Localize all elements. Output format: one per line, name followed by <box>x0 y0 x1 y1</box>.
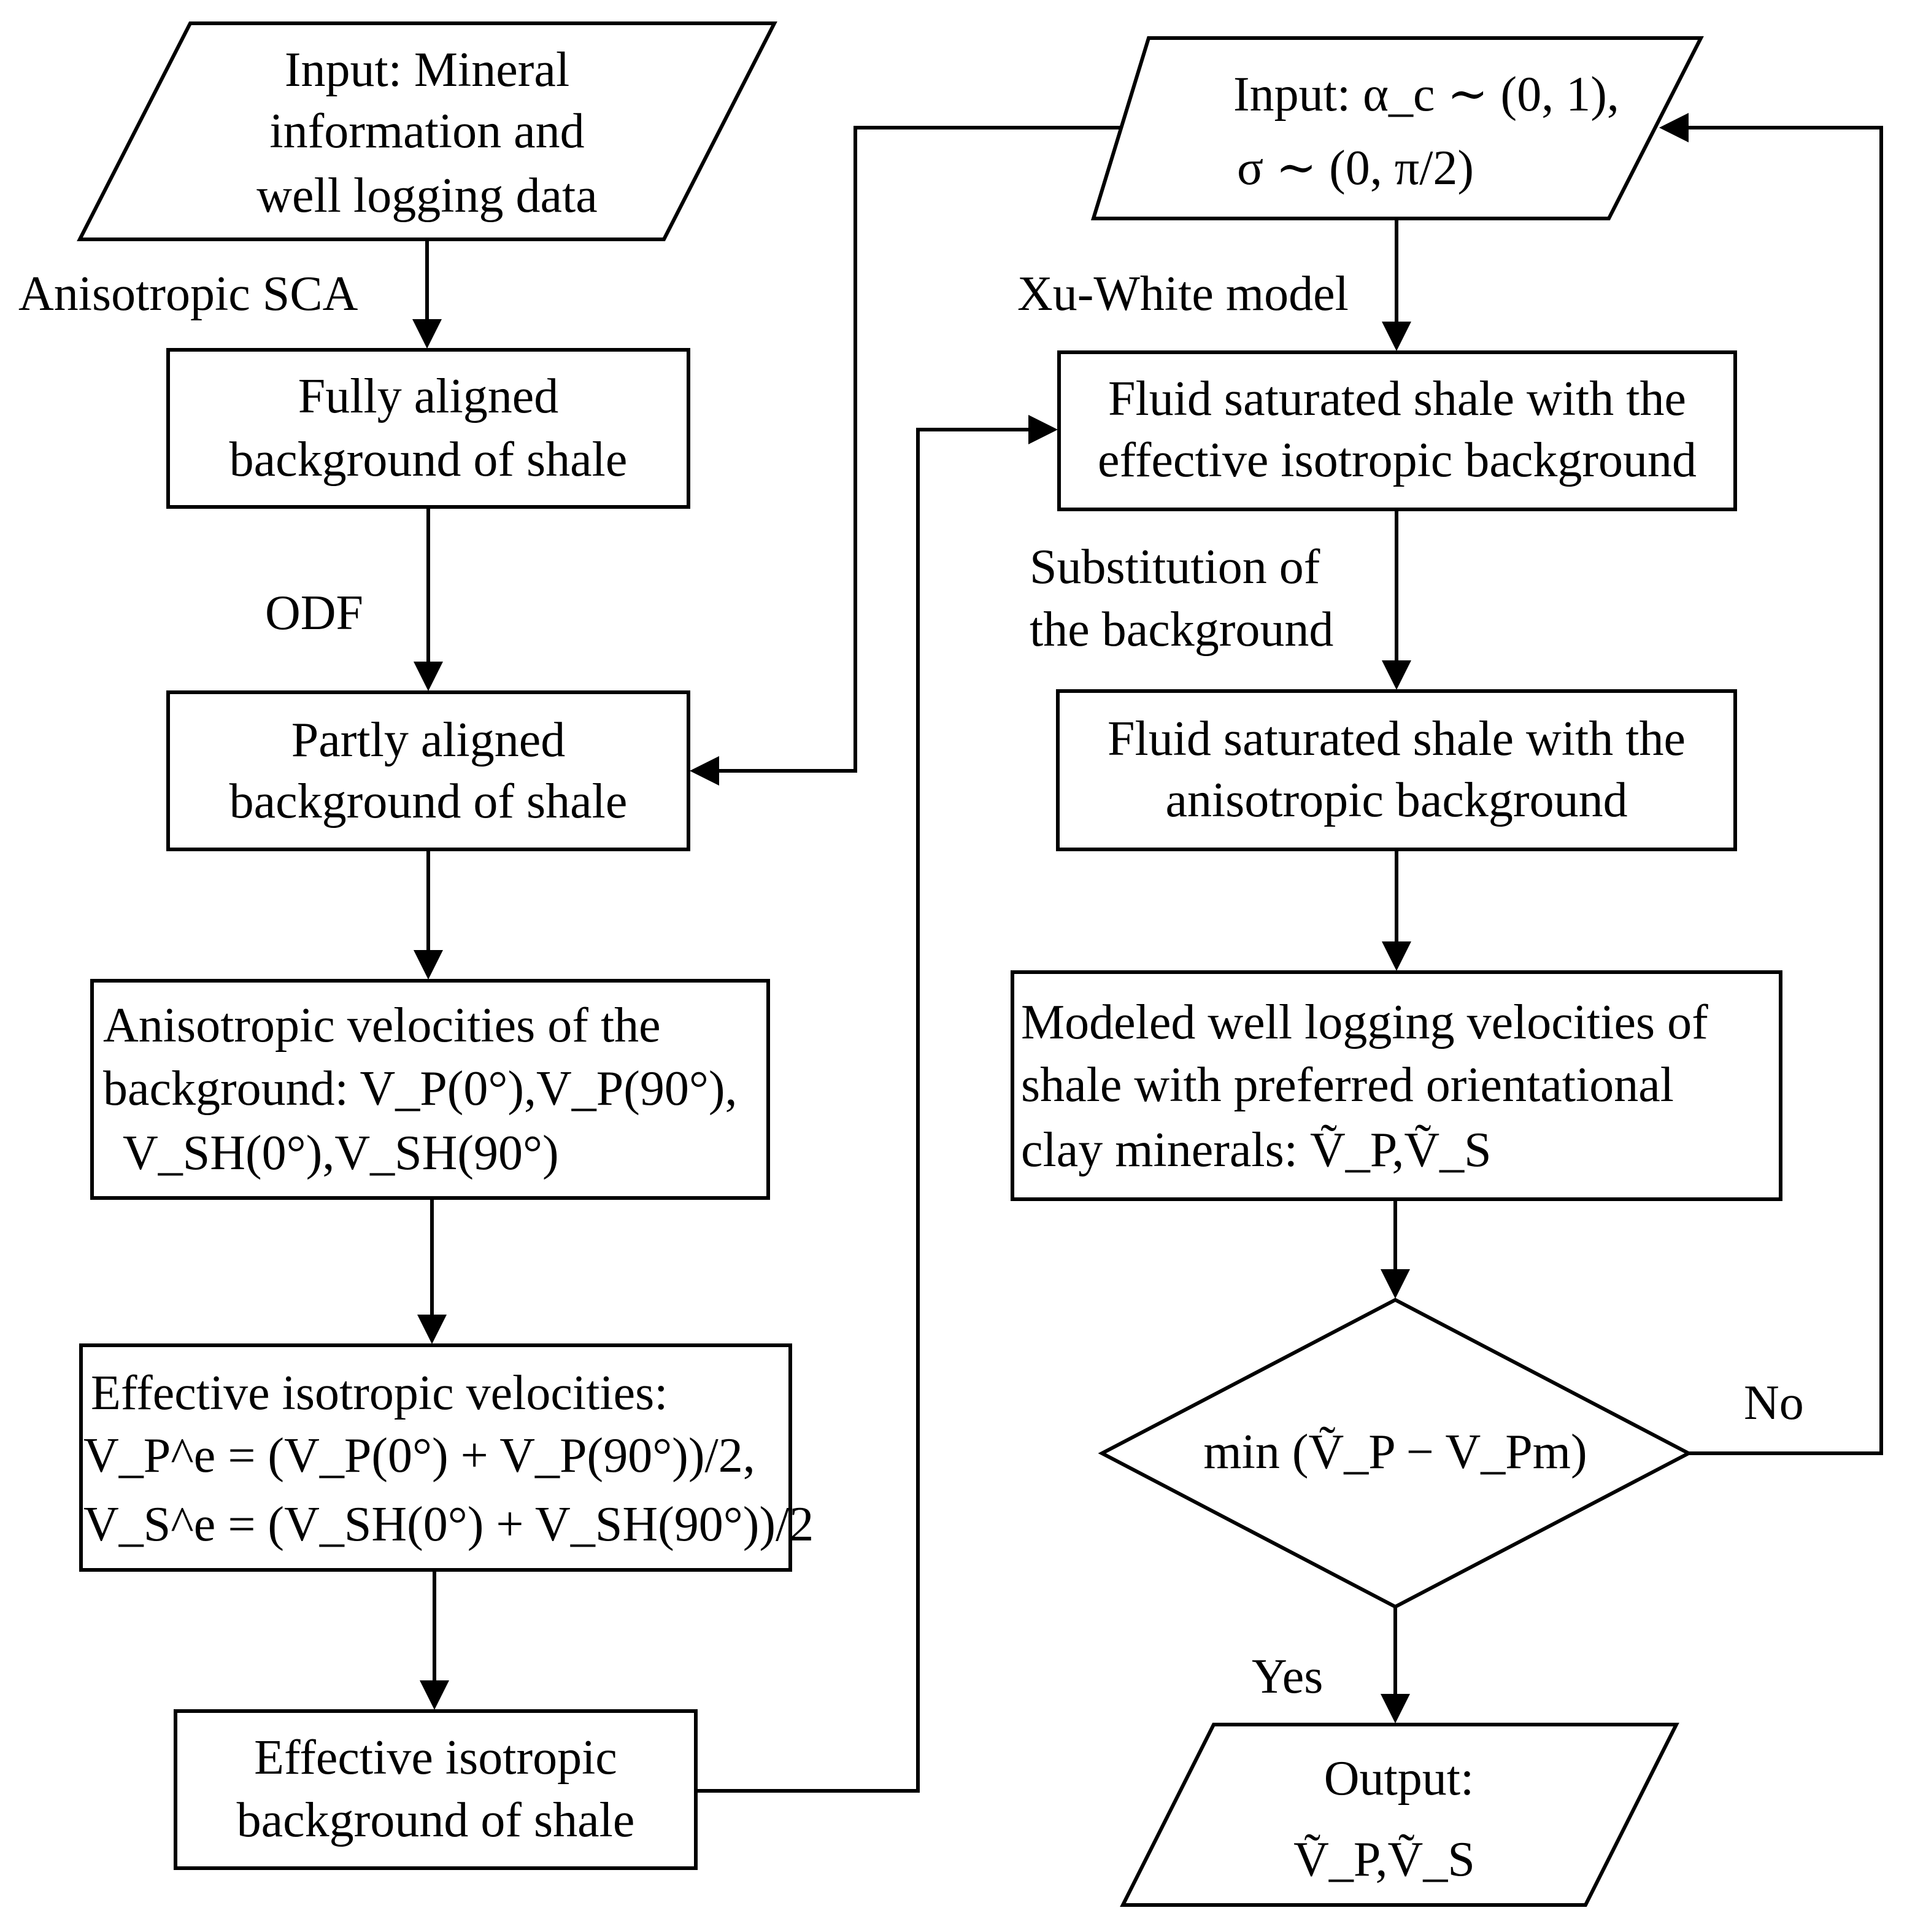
modeled-velocities-box <box>1011 970 1782 1201</box>
edge-fluid-anisotropic-to-modeled <box>1382 849 1411 971</box>
effective-isotropic-velocities-box <box>79 1343 792 1572</box>
modeled-velocities-line-1: Modeled well logging velocities of <box>1021 995 1708 1049</box>
edge-anisotropic-to-effective-velocities <box>417 1198 447 1344</box>
edge-input-to-fully-aligned <box>412 239 442 349</box>
output-line-1: Output: <box>1324 1752 1474 1806</box>
fluid-anisotropic-box <box>1056 689 1737 851</box>
decision-text: min (Ṽ_P − V_Pm) <box>1203 1425 1587 1479</box>
edge-label-anisotropic-sca: Anisotropic SCA <box>18 267 358 321</box>
edge-label-substitution-line-2: the background <box>1030 603 1333 657</box>
arrowhead <box>690 756 719 786</box>
effective-isotropic-velocities-node: Effective isotropic velocities: V_P^e = … <box>79 1343 814 1572</box>
effective-velocities-line-2: V_P^e = (V_P(0°) + V_P(90°))/2, <box>83 1429 755 1483</box>
edge-input-alpha-to-partly-aligned <box>690 126 1135 786</box>
edge-label-xu-white: Xu-White model <box>1017 267 1349 321</box>
edge-label-no: No <box>1744 1376 1804 1430</box>
arrowhead <box>1659 113 1689 142</box>
arrowhead <box>1382 322 1411 351</box>
edge-fluid-isotropic-to-anisotropic <box>1382 509 1411 690</box>
edge-decision-yes-to-output <box>1381 1607 1410 1723</box>
output-parallelogram <box>1120 1723 1679 1907</box>
anisotropic-velocities-line-1: Anisotropic velocities of the <box>103 999 661 1053</box>
fully-aligned-line-2: background of shale <box>229 433 628 487</box>
edge-label-substitution-line-1: Substitution of <box>1030 540 1320 594</box>
arrowhead <box>417 1315 447 1344</box>
input-mineral-line-3: well logging data <box>256 169 597 223</box>
input-alpha-line-2: σ ∼ (0, π/2) <box>1237 141 1474 195</box>
effective-background-line-1: Effective isotropic <box>254 1731 617 1785</box>
edge-decision-no-loop <box>1659 113 1883 1455</box>
input-alpha-line-1: Input: α_c ∼ (0, 1), <box>1233 68 1619 122</box>
modeled-velocities-line-2: shale with preferred orientational <box>1021 1058 1674 1112</box>
effective-isotropic-background-node: Effective isotropic background of shale <box>174 1709 698 1870</box>
anisotropic-velocities-box <box>90 979 770 1200</box>
fluid-isotropic-line-2: effective isotropic background <box>1098 433 1697 487</box>
fluid-anisotropic-line-1: Fluid saturated shale with the <box>1108 712 1686 766</box>
arrowhead <box>1381 1694 1410 1723</box>
partly-aligned-node: Partly aligned background of shale <box>166 690 690 851</box>
effective-velocities-line-3: V_S^e = (V_SH(0°) + V_SH(90°))/2 <box>83 1497 814 1551</box>
fluid-isotropic-box <box>1057 350 1737 511</box>
anisotropic-velocities-line-3: V_SH(0°),V_SH(90°) <box>123 1126 559 1180</box>
fully-aligned-line-1: Fully aligned <box>298 369 558 423</box>
partly-aligned-box <box>166 690 690 851</box>
effective-isotropic-background-box <box>174 1709 698 1870</box>
fluid-anisotropic-line-2: anisotropic background <box>1165 773 1627 827</box>
anisotropic-velocities-node: Anisotropic velocities of the background… <box>90 979 770 1200</box>
arrowhead <box>1028 415 1058 444</box>
edge-input-alpha-to-fluid-isotropic <box>1382 218 1411 351</box>
input-mineral-line-1: Input: Mineral <box>285 43 569 97</box>
fluid-anisotropic-node: Fluid saturated shale with the anisotrop… <box>1056 689 1737 851</box>
decision-node: min (Ṽ_P − V_Pm) <box>1098 1297 1693 1609</box>
arrowhead <box>420 1680 449 1710</box>
input-alpha-sigma-node: Input: α_c ∼ (0, 1), σ ∼ (0, π/2) <box>1090 36 1704 220</box>
modeled-velocities-line-3: clay minerals: Ṽ_P,Ṽ_S <box>1021 1123 1492 1177</box>
fully-aligned-box <box>166 348 690 509</box>
edge-modeled-to-decision <box>1381 1199 1410 1299</box>
input-alpha-parallelogram <box>1090 36 1704 220</box>
fluid-isotropic-line-1: Fluid saturated shale with the <box>1108 372 1686 426</box>
anisotropic-velocities-line-2: background: V_P(0°),V_P(90°), <box>103 1062 738 1116</box>
effective-velocities-line-1: Effective isotropic velocities: <box>91 1366 668 1420</box>
fully-aligned-node: Fully aligned background of shale <box>166 348 690 509</box>
output-node: Output: Ṽ_P,Ṽ_S <box>1120 1723 1679 1907</box>
arrowhead <box>414 950 443 980</box>
arrowhead <box>1382 941 1411 971</box>
input-mineral-line-2: information and <box>269 104 584 158</box>
partly-aligned-line-2: background of shale <box>229 775 628 829</box>
edge-partly-to-anisotropic-velocities <box>414 849 443 980</box>
edge-label-yes: Yes <box>1252 1650 1323 1704</box>
input-parallelogram <box>77 21 777 241</box>
partly-aligned-line-1: Partly aligned <box>291 713 566 767</box>
arrowhead <box>412 319 442 349</box>
fluid-isotropic-node: Fluid saturated shale with the effective… <box>1057 350 1737 511</box>
effective-background-line-2: background of shale <box>237 1793 635 1847</box>
arrowhead <box>1381 1269 1410 1299</box>
arrowhead <box>414 662 443 691</box>
output-line-2: Ṽ_P,Ṽ_S <box>1293 1833 1475 1887</box>
input-mineral-info-node: Input: Mineral information and well logg… <box>77 21 777 241</box>
edge-fully-to-partly-aligned <box>414 507 443 691</box>
arrowhead <box>1382 660 1411 690</box>
edge-label-odf: ODF <box>265 586 363 640</box>
edge-effective-velocities-to-background <box>420 1570 449 1710</box>
modeled-velocities-node: Modeled well logging velocities of shale… <box>1011 970 1782 1201</box>
edge-effective-background-to-fluid-isotropic <box>696 415 1058 1793</box>
